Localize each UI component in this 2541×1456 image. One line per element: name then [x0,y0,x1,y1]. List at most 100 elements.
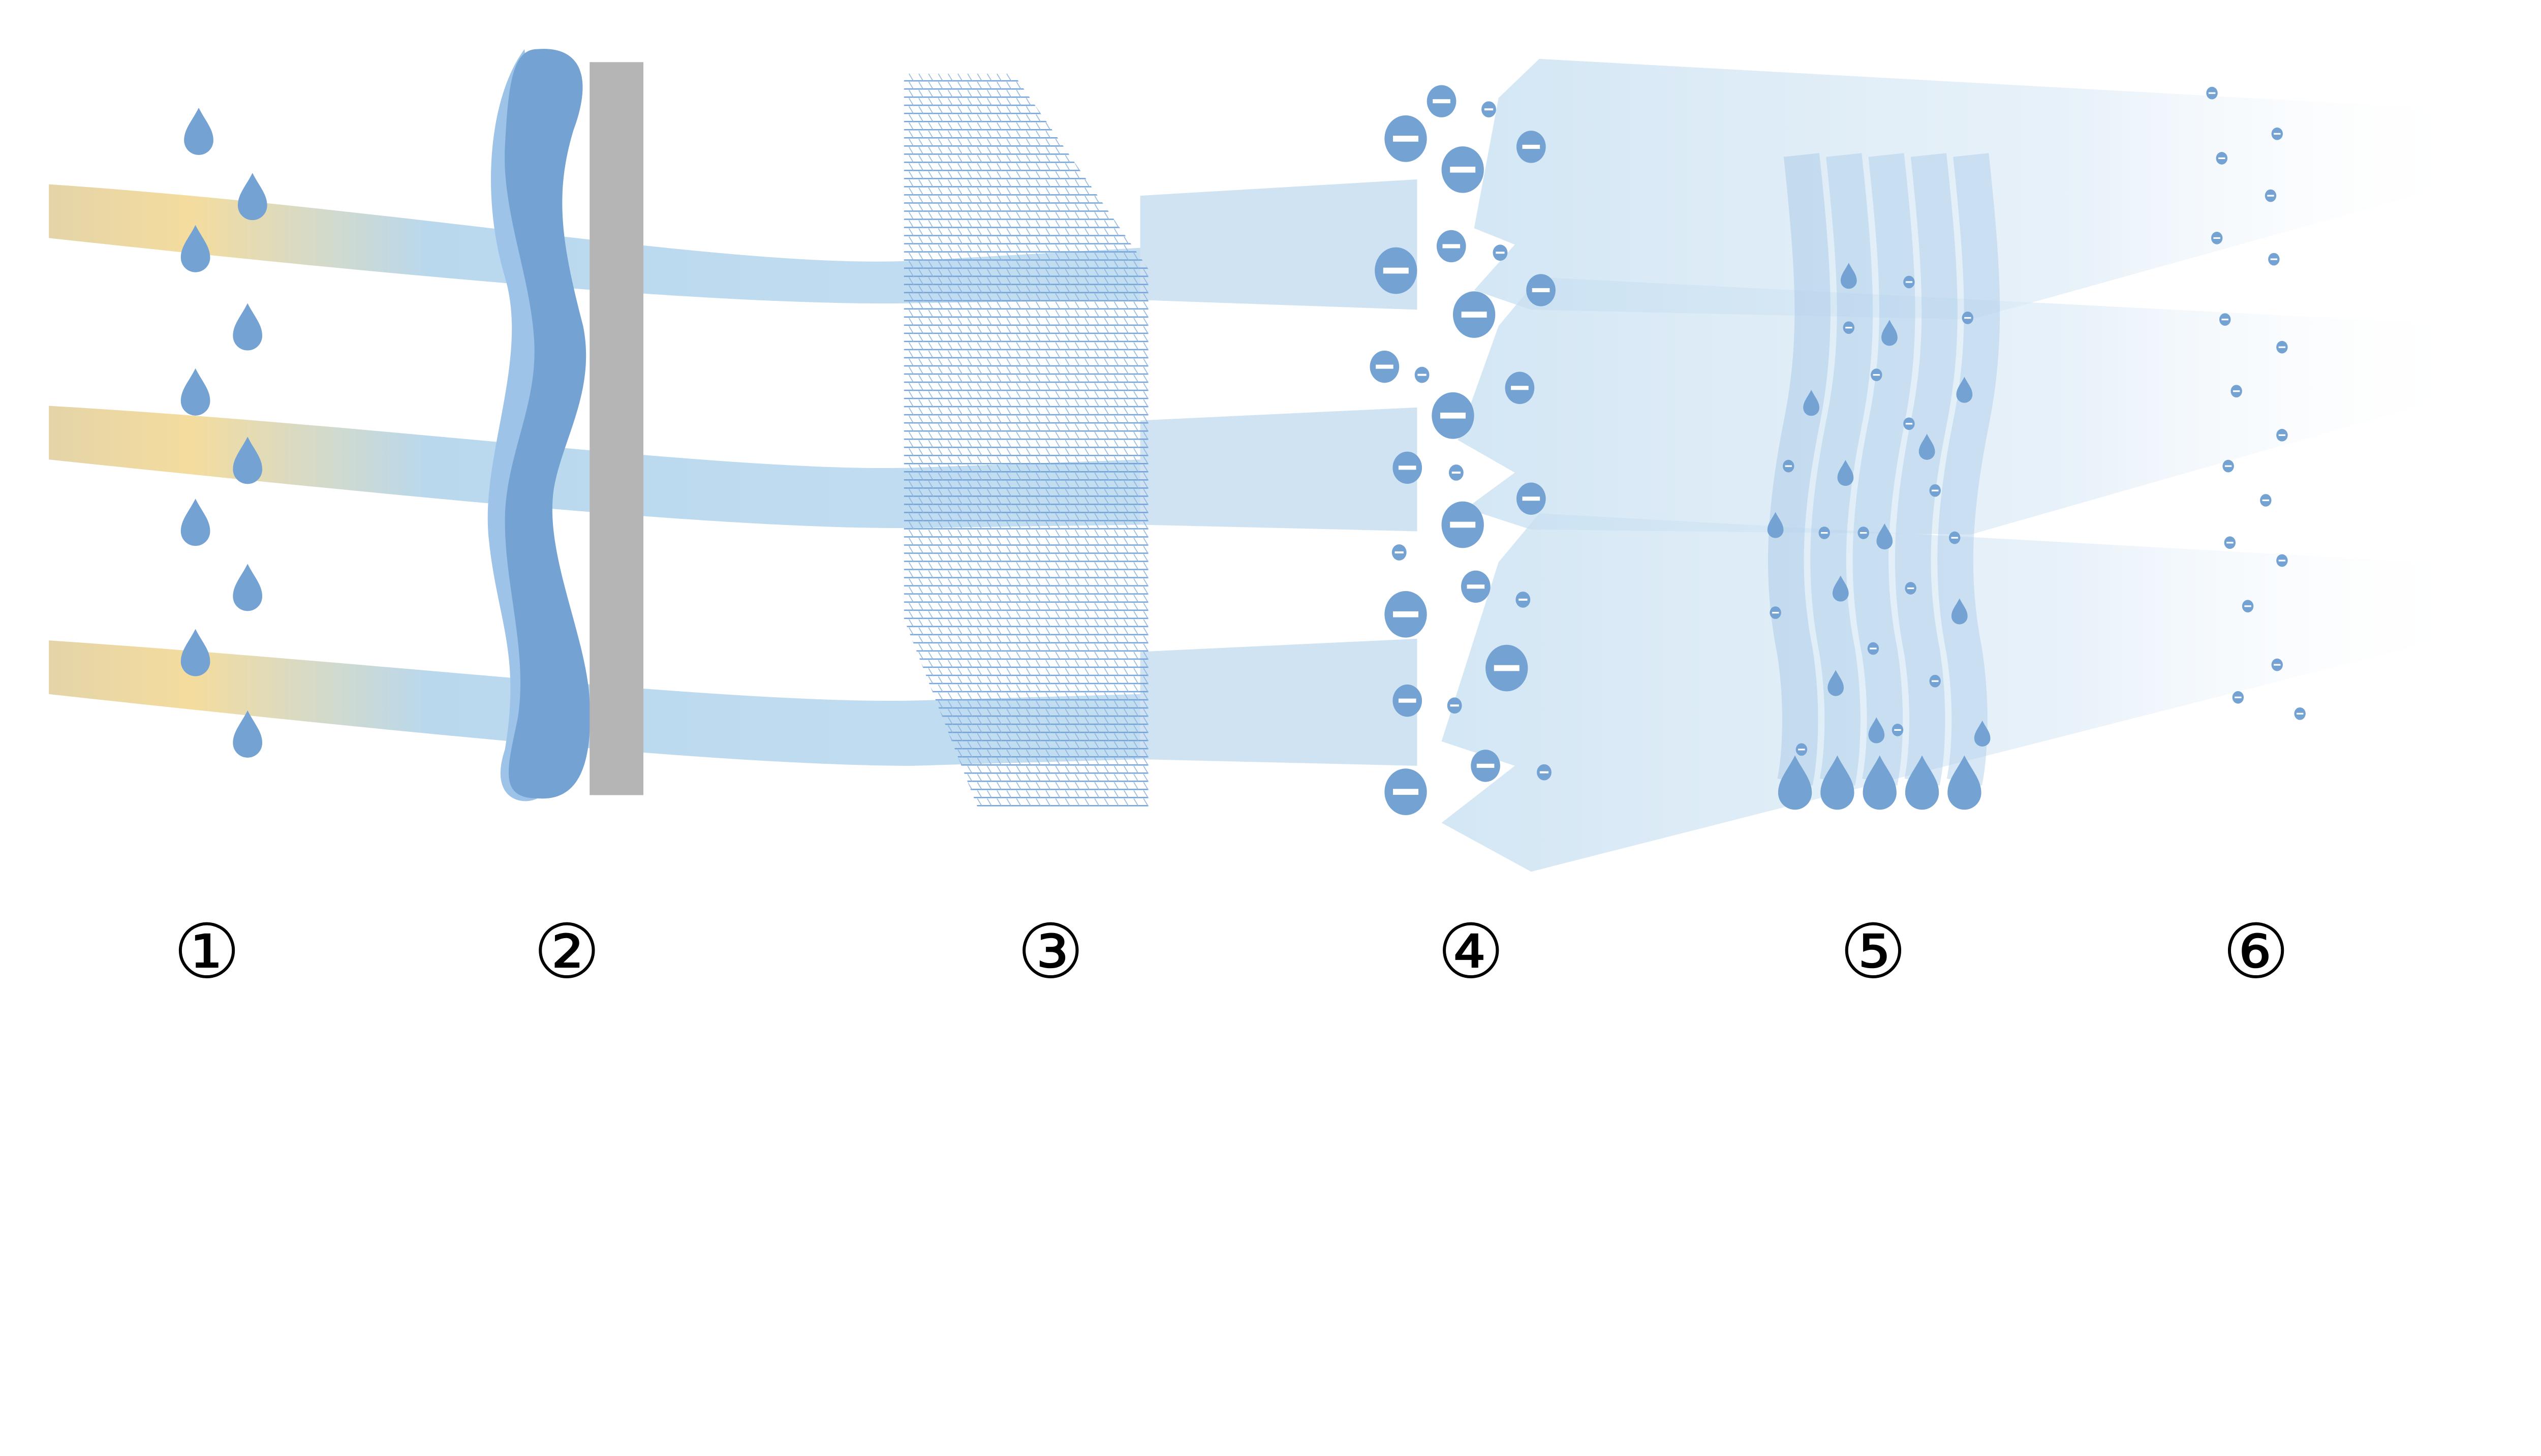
water-drop-icon [180,629,210,676]
negative-ion-icon [1485,644,1528,692]
humidifier-column [1810,153,1873,786]
negative-ion-icon [1515,592,1531,608]
negative-ion-icon [1818,526,1830,539]
negative-ion-icon [1471,750,1500,782]
stage-6-clean-air-ions [2206,86,2306,720]
negative-ion-icon [1903,275,1915,289]
water-drop-icon [1951,598,1968,625]
negative-ion-icon [1843,321,1855,334]
air-streams [49,58,2484,872]
negative-ion-icon [2232,691,2244,704]
humidifier-column [1768,153,1831,786]
negative-ion-icon [1962,312,1974,324]
water-drop-icon [180,368,210,416]
negative-ion-icon [1384,115,1427,162]
negative-ion-icon [2271,658,2283,671]
water-drop-icon [1767,512,1784,538]
negative-ion-icon [2276,428,2288,442]
water-drop-icon [233,564,263,611]
water-drop-icon [1881,320,1898,346]
stage-label-3: ③ [1017,908,1084,996]
negative-ion-icon [2242,600,2254,613]
stage-labels: ① ② ③ ④ ⑤ ⑥ [173,908,2289,996]
negative-ion-icon [1857,526,1869,539]
stage-1-water-spray [180,107,267,758]
water-drop-icon [1827,670,1844,696]
negative-ion-icon [1414,366,1430,383]
filter-frame [590,62,644,795]
negative-ion-icon [1384,768,1427,815]
water-drop-icon [1803,390,1819,416]
air-stream-mid-3 [1140,638,1417,766]
negative-ion-icon [1375,247,1417,294]
water-drop-icon [1778,755,1812,810]
negative-ion-icon [1867,642,1879,655]
negative-ion-icon [1892,724,1904,736]
negative-ion-icon [1432,392,1474,439]
negative-ion-icon [2265,189,2277,202]
water-drop-icon [1820,755,1854,810]
water-drop-icon [1840,263,1857,289]
stage-label-5: ⑤ [1840,908,1907,996]
water-drop-icon [184,107,213,155]
stage-label-2: ② [533,908,600,996]
negative-ion-icon [1770,606,1781,619]
negative-ion-icon [1493,244,1508,261]
negative-ion-icon [2230,385,2242,398]
water-drop-icon [1837,459,1854,486]
negative-ion-icon [2260,494,2272,507]
air-stream-mid-2 [1140,407,1417,532]
negative-ion-icon [2224,536,2236,549]
negative-ion-icon [1516,131,1546,163]
negative-ion-icon [1447,697,1462,714]
water-drop-icon [1918,433,1935,460]
negative-ion-icon [1905,582,1916,595]
negative-ion-icon [1783,459,1794,473]
wavy-filter [505,49,591,799]
negative-ion-icon [2219,313,2231,326]
water-drop-icon [1956,377,1973,403]
air-stream-out-3 [1441,513,2484,872]
negative-ion-icon [1392,684,1422,717]
negative-ion-icon [1448,464,1464,481]
negative-ion-icon [2276,340,2288,354]
negative-ion-icon [1537,764,1552,781]
water-drop-icon [1863,755,1897,810]
negative-ion-icon [2268,253,2280,266]
negative-ion-icon [2276,554,2288,567]
negative-ion-icon [1871,368,1882,381]
air-stream-out-1 [1474,58,2484,320]
stage-5-humidifier [1767,153,2000,810]
water-drop-icon [1947,755,1981,810]
negative-ion-icon [2271,127,2283,140]
water-drop-icon [233,710,263,758]
negative-ion-icon [1516,482,1546,515]
negative-ion-icon [1370,350,1400,383]
water-drop-icon [180,225,210,272]
humidifier-column [1895,153,1958,786]
negative-ion-icon [1526,274,1556,306]
water-drop-icon [1832,575,1849,602]
humidifier-column [1852,153,1915,786]
air-stream-mid-1 [1140,179,1417,310]
negative-ion-icon [1391,544,1407,561]
mesh-panel [904,73,1149,807]
negative-ion-icon [1948,531,1961,544]
water-drop-icon [1868,717,1885,744]
negative-ion-icon [1929,484,1941,497]
water-drop-icon [1876,523,1893,550]
stage-2-prefilter [487,49,644,801]
negative-ion-icon [1384,591,1427,638]
negative-ion-icon [1441,146,1484,193]
negative-ion-icon [2216,152,2228,165]
humidifier-column [1937,153,2000,786]
negative-ion-icon [1392,451,1422,484]
negative-ion-icon [2222,459,2234,473]
stage-label-6: ⑥ [2222,908,2289,996]
negative-ion-icon [1427,85,1457,117]
negative-ion-icon [1929,674,1941,688]
negative-ion-icon [2206,86,2218,100]
water-drop-icon [1905,755,1939,810]
stage-label-1: ① [173,908,240,996]
water-drop-icon [180,499,210,546]
